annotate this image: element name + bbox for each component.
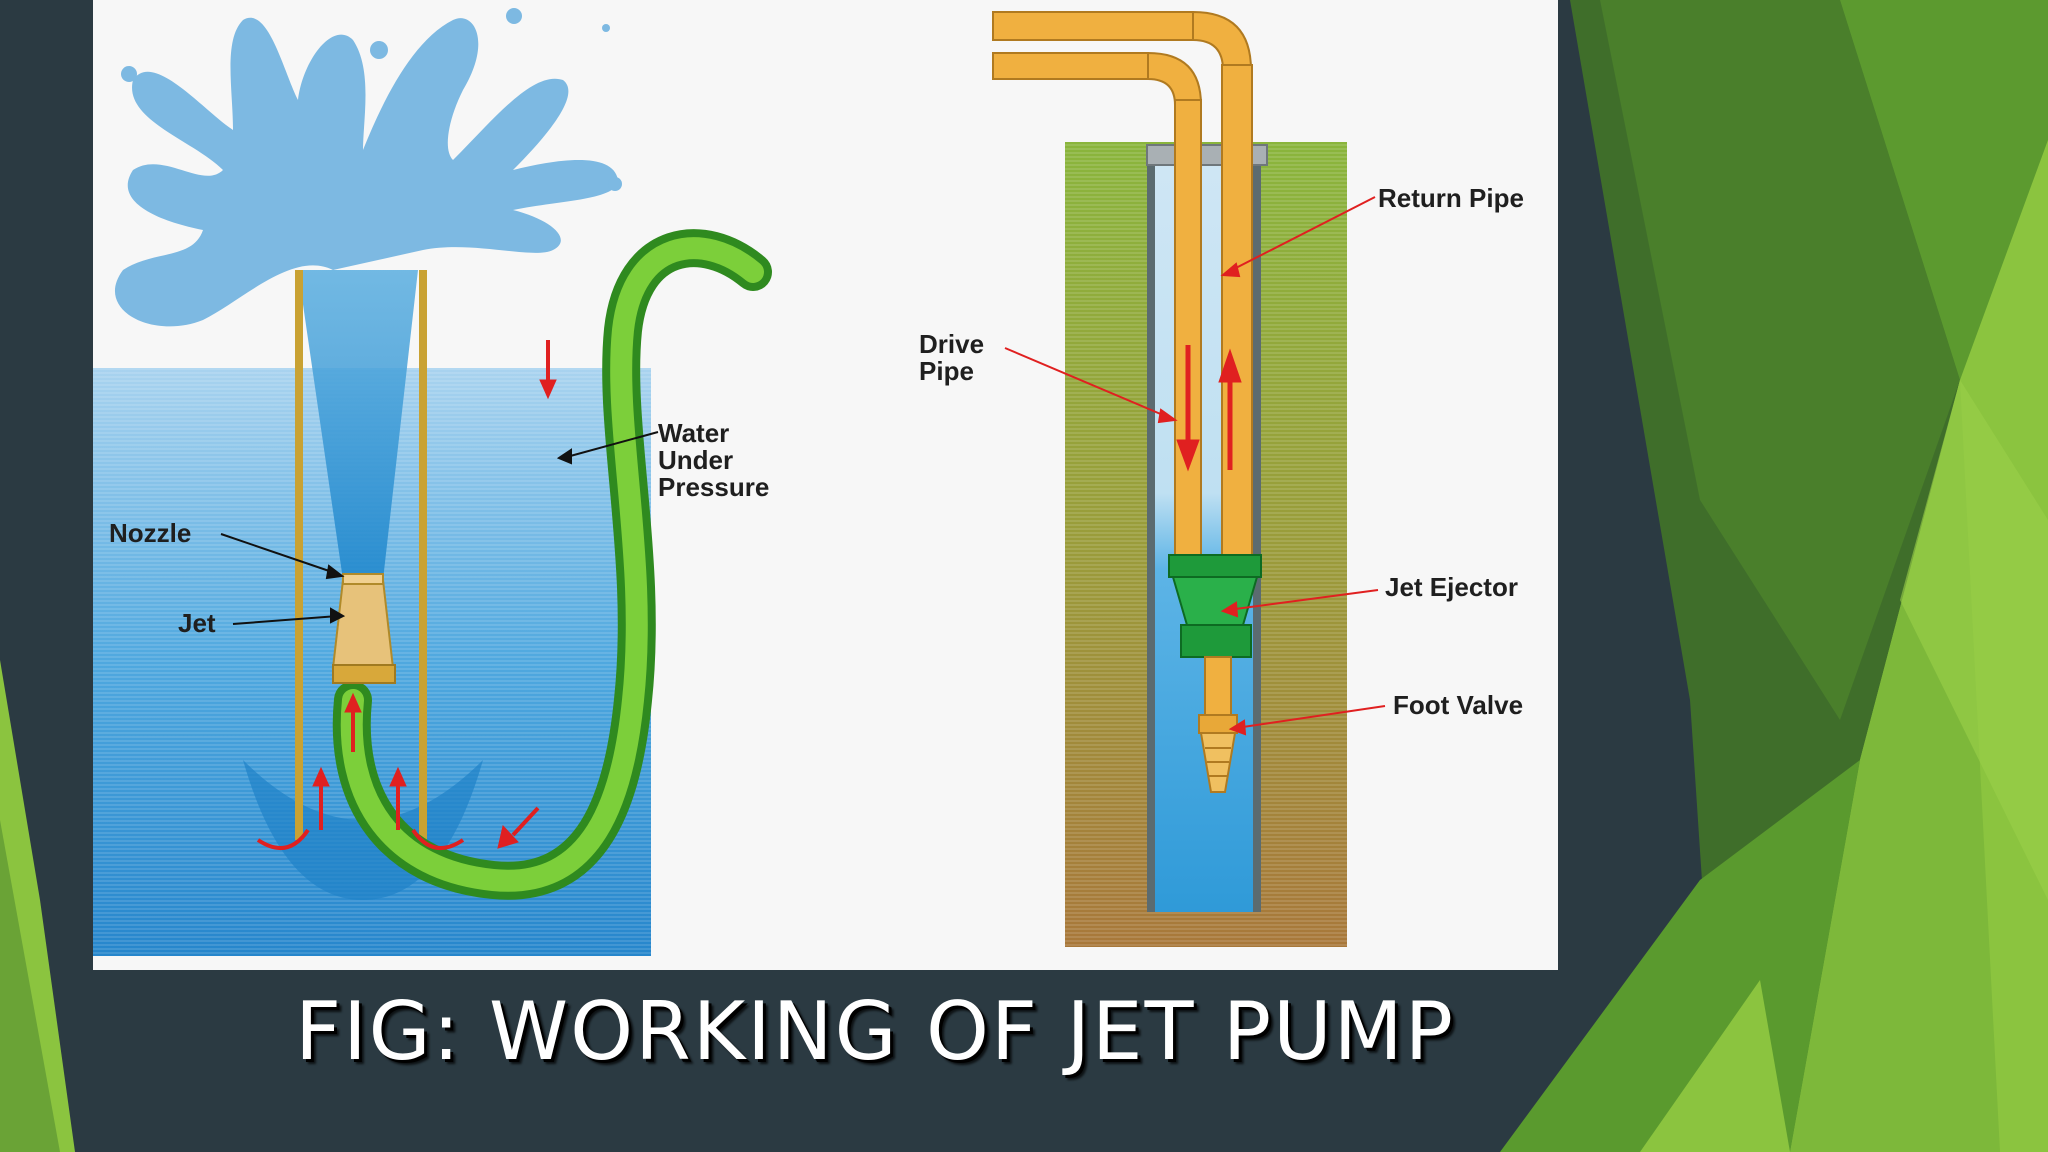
jet-ejector-body xyxy=(1168,554,1262,658)
figure-caption: FIG: WORKING OF JET PUMP xyxy=(295,985,1455,1078)
leader-lines-left xyxy=(220,431,659,625)
flow-arrows-left xyxy=(256,340,557,850)
label-line: Under xyxy=(658,445,734,475)
jet-pump-figure: Nozzle Jet Water Under Pressure Return P… xyxy=(93,0,1558,970)
label-foot-valve: Foot Valve xyxy=(1393,690,1524,720)
water-jet-plume xyxy=(298,270,418,580)
tube-left-wall xyxy=(295,270,303,840)
foot-valve-body xyxy=(1199,732,1237,793)
jet-nozzle xyxy=(331,579,395,669)
left-diagram xyxy=(93,8,772,956)
label-return-pipe: Return Pipe xyxy=(1378,183,1524,213)
label-line: Drive xyxy=(919,329,985,359)
label-water-under-pressure: Water Under Pressure xyxy=(658,420,769,501)
leader-lines-right xyxy=(1004,196,1386,736)
return-pipe xyxy=(1221,64,1253,561)
label-drive-pipe: Drive Pipe xyxy=(919,331,984,385)
label-line: Pipe xyxy=(919,356,974,386)
tube-right-wall xyxy=(419,270,427,840)
figure-svg xyxy=(93,8,1386,956)
right-diagram xyxy=(992,10,1386,947)
label-jet-ejector: Jet Ejector xyxy=(1385,572,1518,602)
label-nozzle: Nozzle xyxy=(109,518,192,548)
suction-pipe xyxy=(1204,656,1232,718)
top-pipes xyxy=(992,10,1253,106)
water-splash xyxy=(114,17,618,327)
label-line: Water xyxy=(658,418,730,448)
label-line: Pressure xyxy=(658,472,770,502)
label-jet: Jet xyxy=(178,608,216,638)
flow-arrows-right xyxy=(1176,345,1242,472)
drive-pipe xyxy=(1174,99,1202,561)
